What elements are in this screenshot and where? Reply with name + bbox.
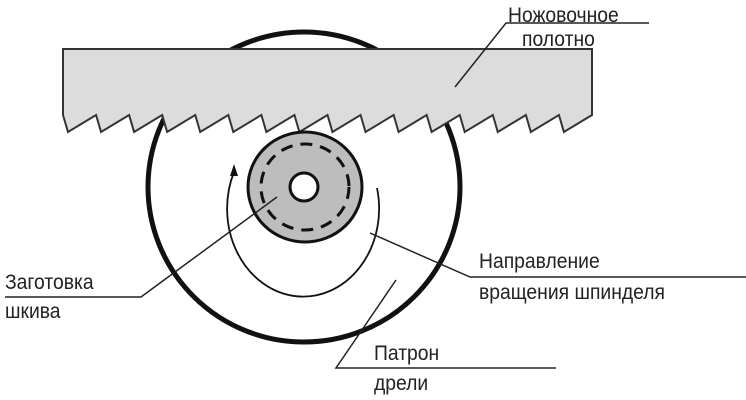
label-chuck-1: Патрон [374, 342, 440, 365]
label-chuck-2: дрели [374, 372, 429, 395]
hacksaw-blade [62, 48, 593, 134]
label-workpiece-1: Заготовка [5, 271, 94, 294]
center-hole [288, 171, 320, 203]
label-blade-1: Ножовочное [508, 4, 619, 27]
leader-chuck [334, 279, 556, 369]
rotation-arrowhead [230, 164, 238, 176]
label-direction-1: Направление [479, 250, 600, 273]
leader-blade [454, 22, 649, 88]
dashed-circle [259, 142, 351, 232]
rotation-arc [226, 171, 380, 298]
leader-direction [369, 232, 746, 278]
label-direction-2: вращения шпинделя [479, 281, 666, 304]
label-workpiece-2: шкива [5, 300, 61, 323]
label-blade-2: полотно [522, 28, 595, 51]
leader-workpiece [5, 196, 278, 298]
